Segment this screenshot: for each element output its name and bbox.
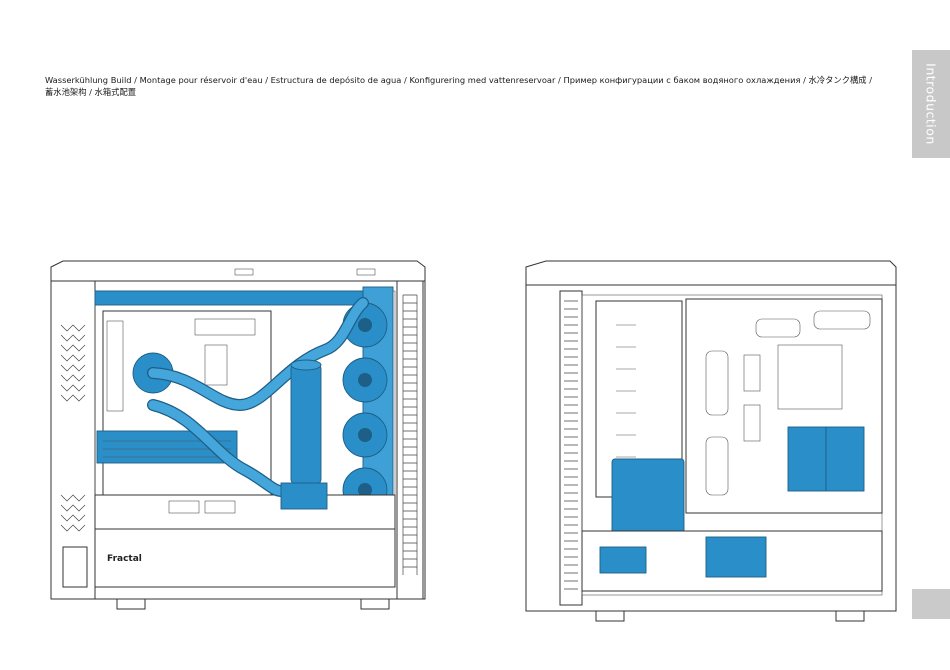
- top-radiator: [95, 291, 363, 305]
- case-illustration-front: Fractal: [45, 255, 435, 625]
- svg-text:Fractal: Fractal: [107, 554, 142, 564]
- hdd-tray: [612, 459, 684, 537]
- case-illustration-rear: [520, 255, 910, 625]
- figure-caption: Wasserkühlung Build / Montage pour réser…: [45, 74, 875, 98]
- section-tab-label: Introduction: [924, 63, 939, 145]
- section-tab-introduction[interactable]: Introduction: [912, 50, 950, 158]
- lower-drive-1: [600, 547, 646, 573]
- reservoir: [291, 363, 321, 485]
- fractal-logo: Fractal: [107, 554, 142, 564]
- page-number-tab[interactable]: [912, 589, 950, 619]
- pump: [281, 483, 327, 509]
- lower-drive-2: [706, 537, 766, 577]
